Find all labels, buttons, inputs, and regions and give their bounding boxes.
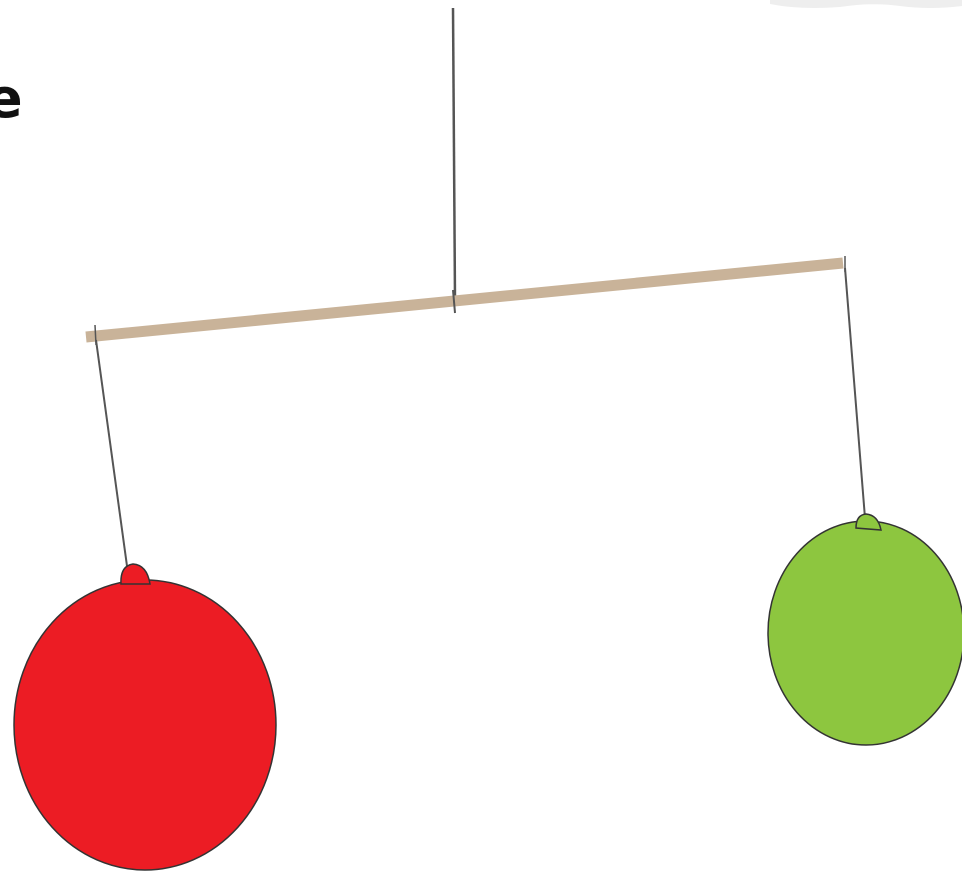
- green-ornament-body: [768, 521, 962, 745]
- balance-rod: [86, 263, 843, 337]
- top-string: [453, 8, 455, 300]
- red-ornament: [14, 564, 276, 870]
- green-ornament: [768, 514, 962, 745]
- green-ornament-cap: [856, 514, 881, 530]
- red-ornament-cap: [121, 564, 150, 584]
- red-ornament-body: [14, 580, 276, 870]
- left-string: [96, 340, 127, 566]
- right-string: [845, 268, 865, 518]
- edge-text-fragment: e: [0, 72, 23, 126]
- corner-fragment: [770, 0, 962, 8]
